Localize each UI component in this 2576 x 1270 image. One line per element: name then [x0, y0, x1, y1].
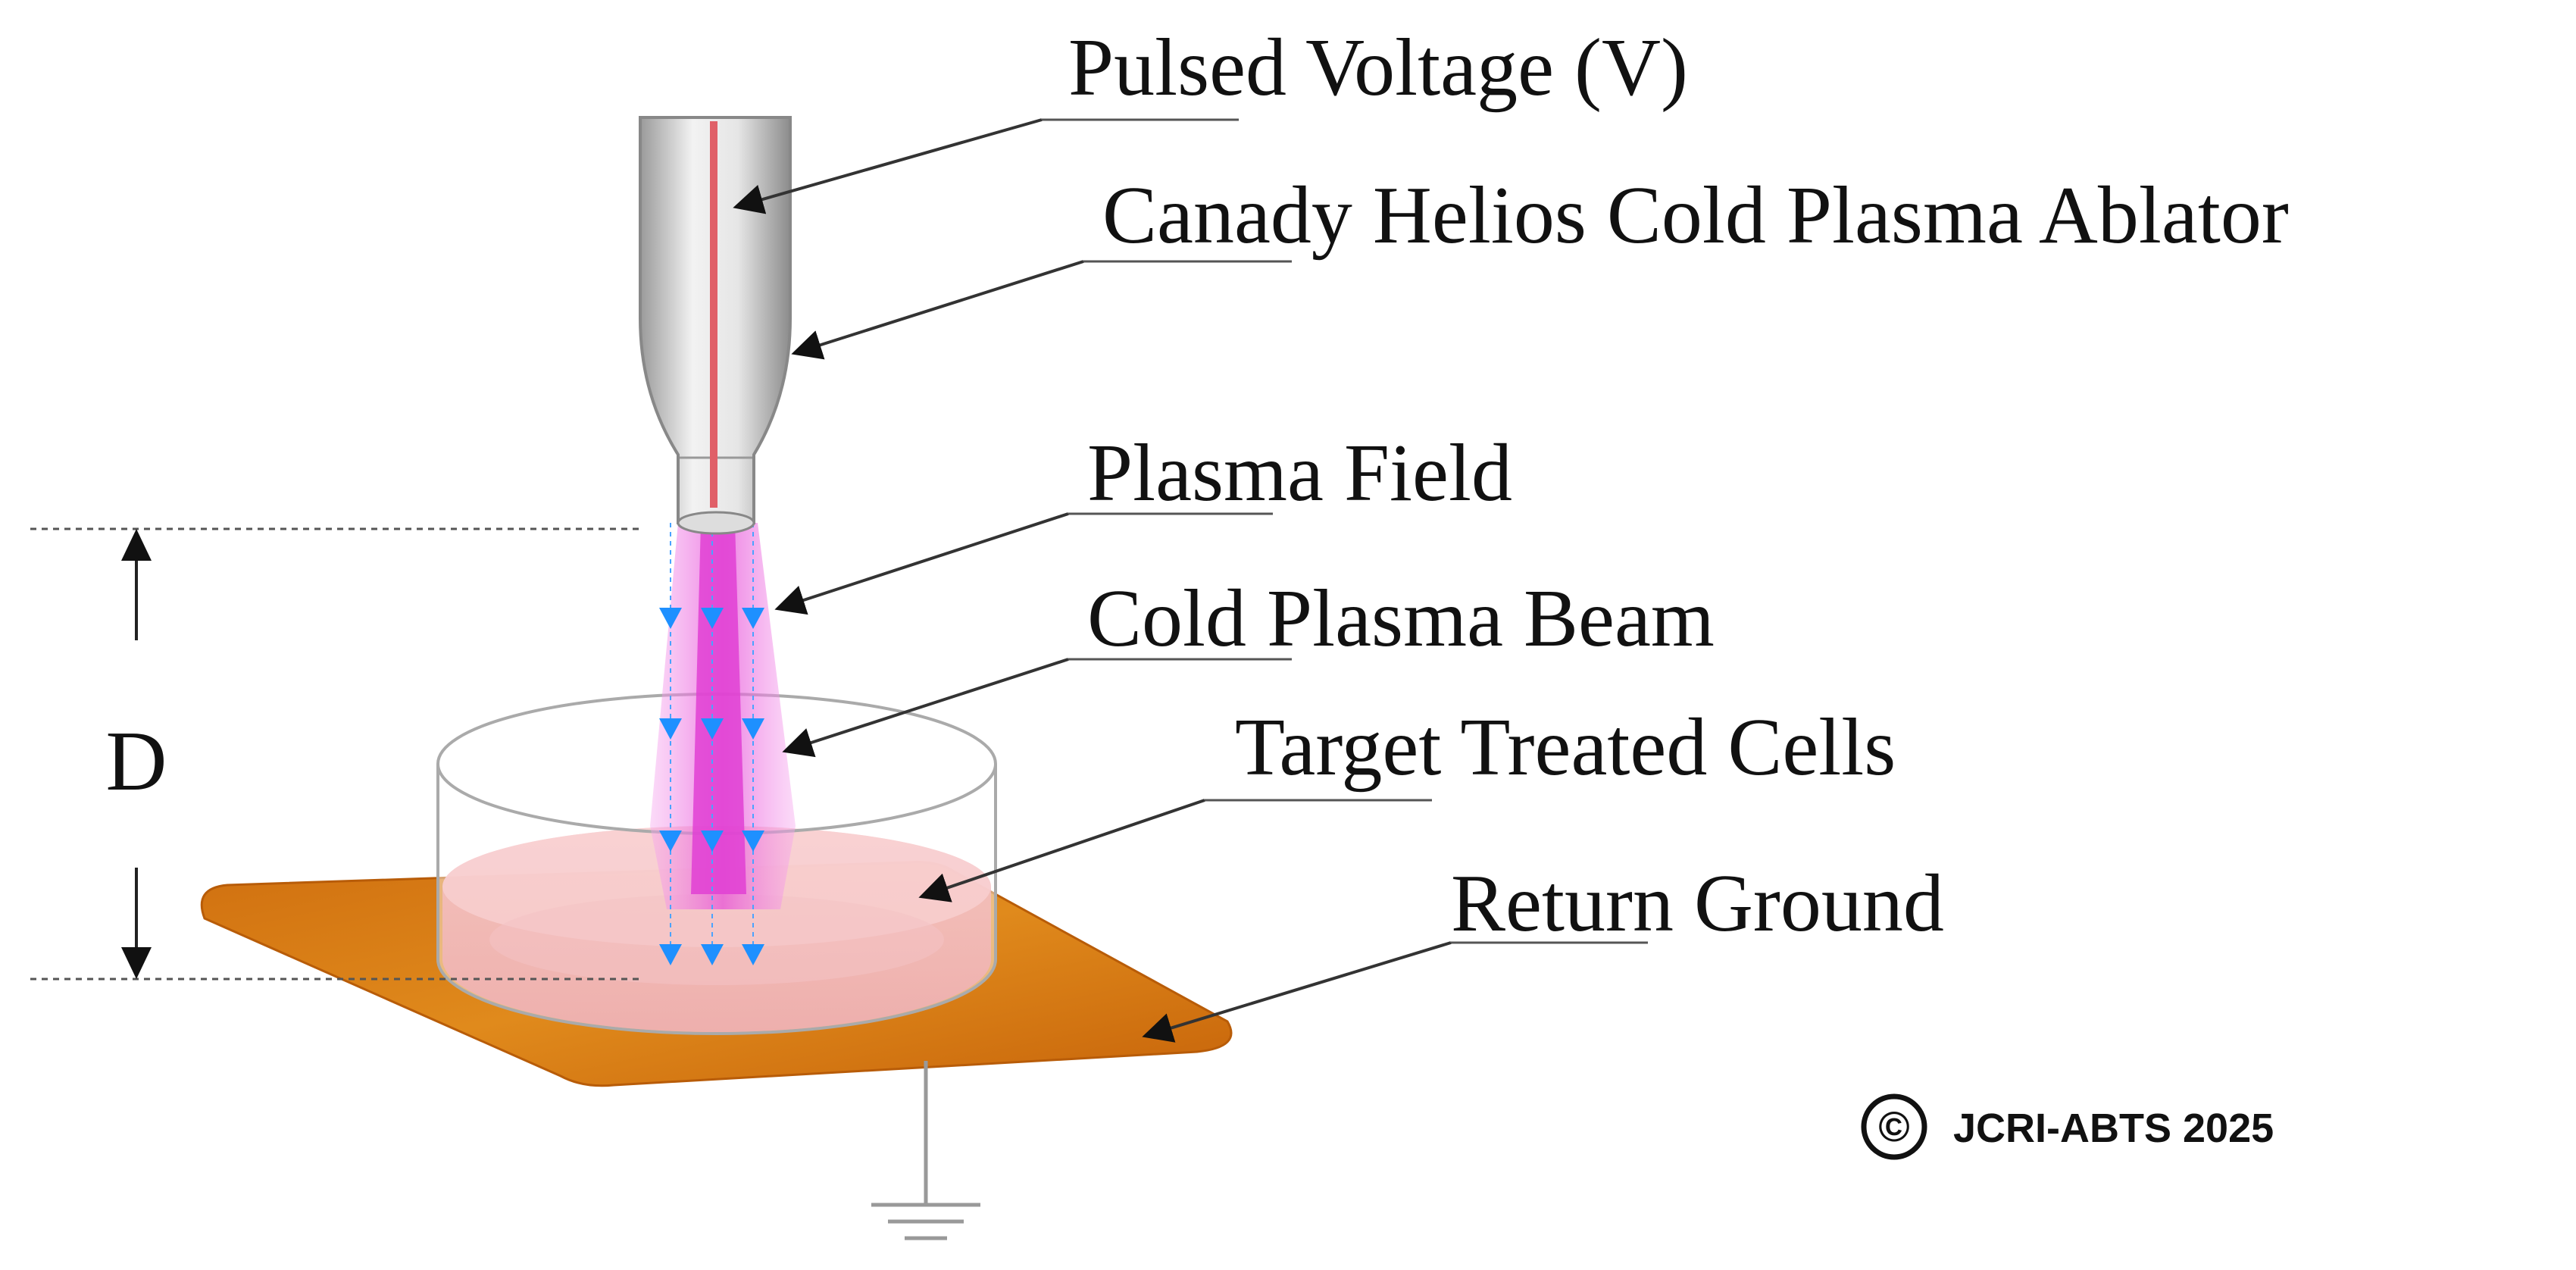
leader-plasma-beam [782, 658, 1069, 758]
leader-ablator [791, 260, 1084, 360]
label-return-ground: Return Ground [1451, 859, 1944, 949]
plasma-beam-core [691, 523, 746, 894]
leader-target-cells [918, 799, 1205, 902]
label-plasma-field: Plasma Field [1087, 428, 1512, 518]
copyright-text: JCRI-ABTS 2025 [1953, 1106, 2274, 1151]
label-ablator: Canady Helios Cold Plasma Ablator [1102, 170, 2289, 261]
label-pulsed-voltage: Pulsed Voltage (V) [1068, 23, 1688, 113]
earth-ground-icon [871, 1203, 980, 1240]
leader-return-ground [1142, 941, 1452, 1043]
label-plasma-beam: Cold Plasma Beam [1087, 574, 1715, 664]
label-target-cells: Target Treated Cells [1235, 702, 1896, 793]
copyright-symbol: © [1878, 1103, 1909, 1150]
plasma-flow-arrows [659, 523, 764, 965]
electrode-wire [710, 121, 717, 508]
copyright-mark: © JCRI-ABTS 2025 [1861, 1093, 2274, 1160]
leader-plasma-field [774, 512, 1069, 615]
copyright-icon [1861, 1093, 1927, 1160]
plasma-ablator-tube [639, 116, 792, 535]
distance-indicator [30, 527, 642, 981]
leader-pulsed-voltage [733, 118, 1043, 214]
distance-label: D [106, 715, 167, 809]
